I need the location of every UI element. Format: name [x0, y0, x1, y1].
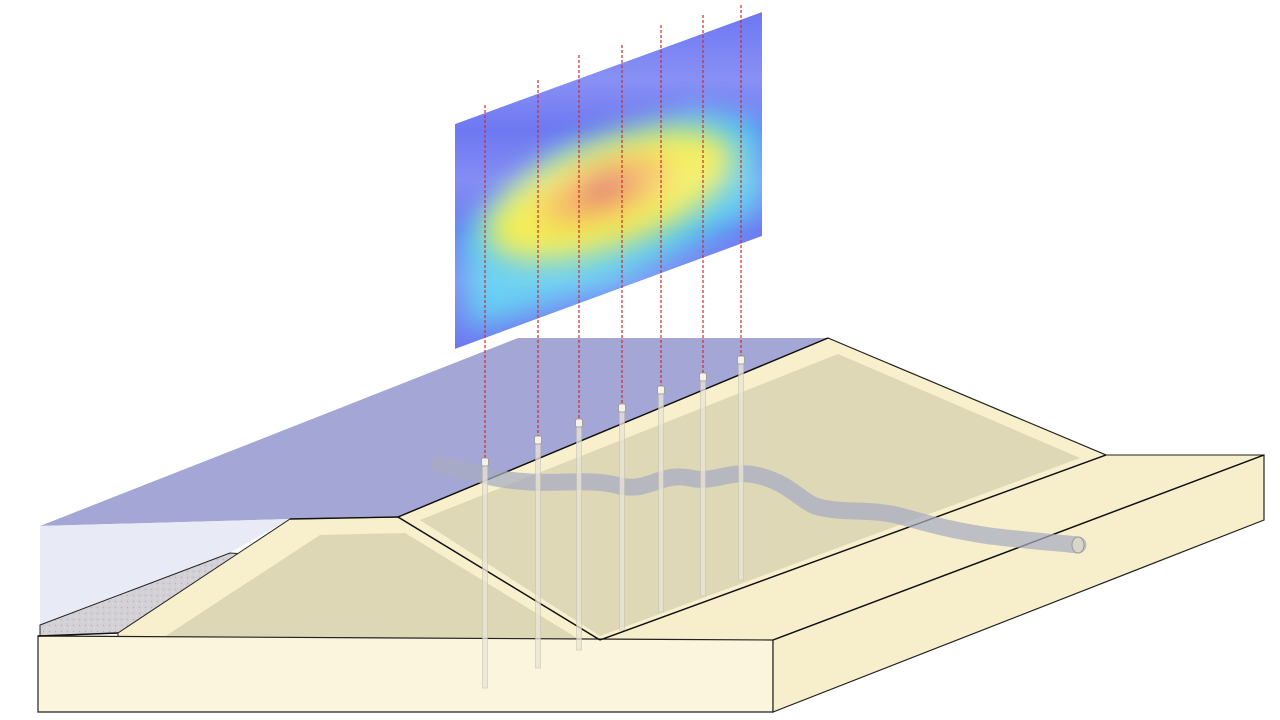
core-zone-upstream	[155, 533, 590, 646]
probe-head	[481, 457, 489, 467]
levee-edge-lines	[37, 337, 1265, 641]
borehole-shaft	[700, 376, 706, 597]
borehole-shaft	[619, 407, 625, 631]
borehole-shaft	[535, 439, 541, 669]
borehole-shaft	[576, 422, 582, 651]
probe-head	[699, 372, 707, 382]
probe-head	[737, 355, 745, 365]
probe-head	[534, 435, 542, 445]
probe-head	[575, 418, 583, 428]
heatmap-streak-overlay	[455, 12, 762, 349]
borehole-shaft	[482, 461, 488, 689]
borehole-probes	[481, 5, 745, 689]
probe-head	[657, 385, 665, 395]
pipe-outlet	[1071, 536, 1085, 554]
probe-head	[618, 403, 626, 413]
reservoir-water-face	[40, 519, 290, 625]
seepage-path	[431, 456, 1087, 554]
levee-front-section-face	[37, 635, 774, 713]
tomography-heatmap	[455, 12, 762, 349]
seepage-pipe	[431, 456, 1087, 554]
borehole-shaft	[658, 389, 664, 613]
core-zone-downstream	[420, 354, 1080, 636]
reservoir-water-surface	[40, 338, 828, 526]
borehole-shaft	[738, 359, 744, 581]
